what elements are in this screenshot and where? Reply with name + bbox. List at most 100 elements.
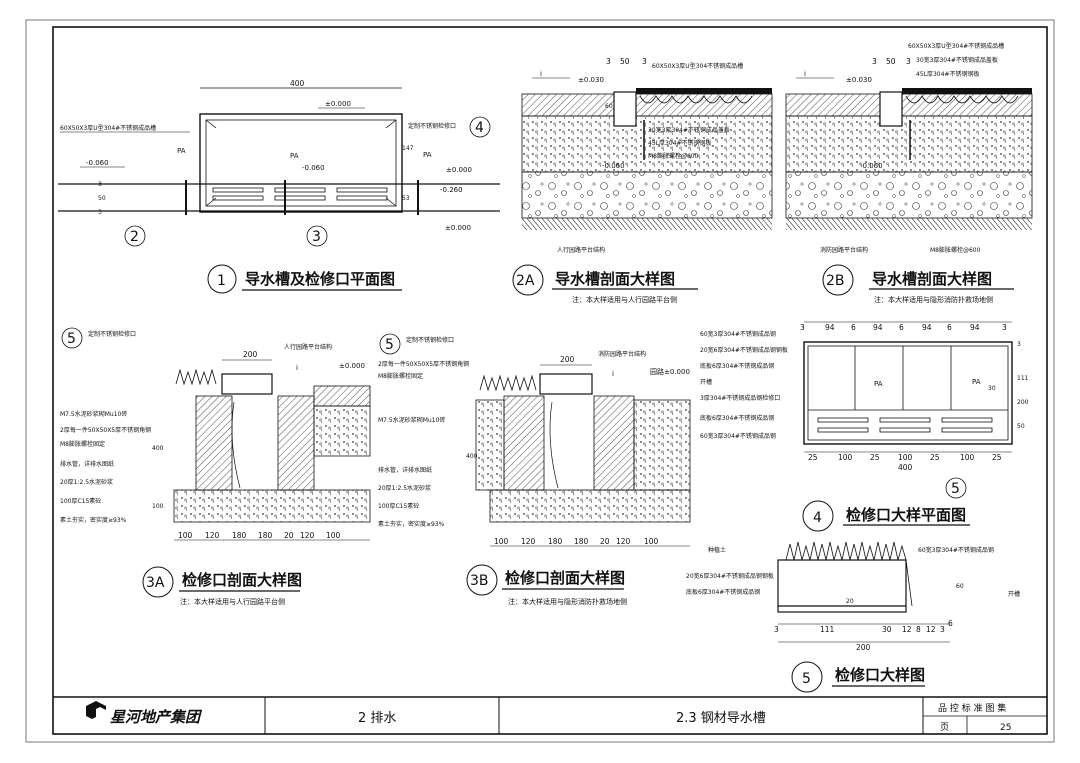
d4-top-dim-8: 3	[1002, 323, 1007, 332]
d2b-elev-0: ±0.030	[846, 76, 872, 84]
d3a-slope: i	[296, 364, 298, 372]
d3a-bottom-dim-3: 180	[258, 531, 273, 540]
d3a-elev: ±0.000	[339, 362, 365, 370]
d3b-callout-0: 定制不锈钢检修口	[406, 336, 454, 344]
d3a-callout-0: 定制不锈钢检修口	[88, 330, 136, 338]
d3a-dim-200: 200	[243, 350, 258, 359]
drawing-3a-section: 200 5 定制不锈钢检修口 人行园路平台结构 ±0.000 i M7.5水泥砂…	[60, 327, 371, 606]
d3b-callout-6: 排水管，详排水图纸	[378, 466, 432, 474]
d1-callout-right: 定制不锈钢检修口	[408, 122, 456, 130]
d3b-callout-8: 100厚C15素砼	[378, 502, 419, 510]
d3b-bottom-dim-5: 120	[616, 537, 631, 546]
d2b-callout-2: 30宽3厚304#不锈钢成品盖板	[916, 56, 998, 64]
d2b-callout-5: M8膨胀螺栓@600	[930, 246, 981, 254]
d5-bottom-dim-5: 12	[926, 625, 936, 634]
d3a-callout-8: 素土夯实，密实度≥93%	[60, 516, 127, 524]
d3a-callout-3: 2厚每一件50X50X5厚不锈钢角钢	[60, 426, 151, 434]
d4-top-dim-2: 6	[851, 323, 856, 332]
outer-frame	[25, 19, 1055, 743]
d2a-elev-1: -0.060	[602, 162, 625, 170]
d5-callout-0: 种植土	[708, 546, 726, 554]
d3b-callout-7: 20厚1:2.5水泥砂浆	[378, 484, 431, 492]
d2b-note: 注：本大样适用与隐形消防扑救场地侧	[874, 295, 993, 304]
d5-bottom-dim-2: 30	[882, 625, 892, 634]
d3b-slope: i	[612, 370, 614, 378]
d3a-bottom-dim-6: 100	[326, 531, 341, 540]
d1-pa-right: PA	[423, 151, 432, 159]
d2b-number: 2B	[826, 273, 845, 289]
d3a-bottom-dim-5: 120	[300, 531, 315, 540]
d5-bottom-dim-6: 3	[940, 625, 945, 634]
d3a-number: 3A	[146, 575, 165, 591]
d3a-callout-5: 排水管，详排水图纸	[60, 460, 114, 468]
d3b-number: 3B	[470, 573, 489, 589]
d3a-bottom-dim-4: 20	[284, 531, 294, 540]
d3b-bottom-dim-4: 20	[600, 537, 610, 546]
d4-top-dim-0: 3	[800, 323, 805, 332]
d4-top-dim-1: 94	[825, 323, 835, 332]
d1-dim-50: 50	[98, 195, 106, 202]
drawing-2b-section: 3 50 3 ±0.030 -0.060 i 60X50X3厚U型304#不锈钢…	[785, 42, 1033, 304]
d4-dim-50: 50	[1017, 423, 1025, 430]
d2a-note: 注：本大样适用与人行园路平台侧	[572, 295, 677, 304]
d1-elev-left: -0.060	[86, 159, 109, 167]
d1-pa-left: PA	[177, 147, 186, 155]
d4-dim-3: 3	[1017, 341, 1021, 348]
d4-top-dim-6: 6	[947, 323, 952, 332]
d3b-title: 检修口剖面大样图	[505, 569, 625, 587]
d3a-callout-2: M7.5水泥砂浆砌Mu10砖	[60, 410, 127, 418]
d4-top-dim-5: 94	[922, 323, 932, 332]
d2b-dim-3b: 3	[906, 57, 911, 66]
page-number: 25	[1000, 723, 1011, 733]
d1-elev-r3: ±0.000	[445, 224, 471, 232]
d3a-title: 检修口剖面大样图	[182, 571, 302, 589]
drawing-1-plan: 400 ±0.000 -0.060 -0.060 ±0.000 -0.260 ±…	[58, 79, 500, 294]
d4-dim-111: 111	[1017, 375, 1029, 382]
d3b-callout-4: 园路±0.000	[650, 367, 690, 376]
d2a-callout-1: 60X50X3厚U型304不锈钢成品槽	[652, 62, 743, 70]
d1-callout-left: 60X50X3厚U型304#不锈钢成品槽	[60, 124, 156, 132]
d3a-callout-1: 人行园路平台结构	[284, 343, 332, 351]
d1-pa-mid: PA	[290, 152, 299, 160]
drawing-5-section: 种植土 20宽6厚304#不锈钢成品钢钢板 底板6厚304#不锈钢成品钢 60宽…	[686, 541, 1020, 693]
title-block: 星河地产集团 2 排水 2.3 钢材导水槽 品 控 标 准 图 集 页 25	[53, 696, 1047, 734]
d3a-note: 注：本大样适用与人行园路平台侧	[180, 597, 285, 606]
d2b-callout-1: 60X50X3厚U型304#不锈钢成品槽	[908, 42, 1004, 50]
d4-callout-7: 60宽3厚304#不锈钢成品钢	[700, 432, 776, 440]
d2b-dim-3a: 3	[872, 57, 877, 66]
d2a-callout-5: 人行园路平台结构	[557, 246, 605, 254]
d2a-slope: i	[540, 70, 542, 78]
d2a-callout-3: 45L厚304#不锈钢钢板	[648, 139, 711, 147]
d4-bottom-dim-0: 25	[808, 453, 818, 462]
d5-dim-60: 60	[956, 583, 964, 590]
d2b-elev-1: -0.060	[860, 162, 883, 170]
d4-dim-30: 30	[988, 385, 996, 392]
d2a-dim-3b: 3	[642, 57, 647, 66]
d3b-ref-5: 5	[385, 337, 394, 353]
d3b-callout-1: 2厚每一件50X50X5厚不锈钢角钢	[378, 360, 469, 368]
drawing-2a-section: 3 50 3 ±0.030 -0.060 i 60X50X3厚U型304不锈钢成…	[512, 57, 773, 304]
d2b-title: 导水槽剖面大样图	[872, 270, 992, 288]
d1-ref-2: 2	[130, 229, 139, 245]
d3a-bottom-dim-2: 180	[232, 531, 247, 540]
d5-callout-1: 20宽6厚304#不锈钢成品钢钢板	[686, 572, 774, 580]
d1-number: 1	[217, 273, 226, 289]
d2b-callout-4: 消防园路平台结构	[820, 246, 868, 254]
d5-bottom-dim-3: 12	[902, 625, 912, 634]
d5-callout-3: 60宽3厚304#不锈钢成品钢	[918, 546, 994, 554]
d3b-note: 注：本大样适用与隐形消防扑救场地侧	[508, 597, 627, 606]
d1-ref-4: 4	[475, 120, 484, 136]
d3a-bottom-dim-0: 100	[178, 531, 193, 540]
d2a-dim-3a: 3	[606, 57, 611, 66]
d3a-dim-100: 100	[152, 503, 164, 510]
d4-bottom-dim-6: 25	[992, 453, 1002, 462]
d3b-callout-5: M7.5水泥砂浆砌Mu10砖	[378, 416, 445, 424]
d4-callout-3: 底板6厚304#不锈钢成品钢	[700, 362, 774, 370]
d1-title: 导水槽及检修口平面图	[245, 270, 395, 288]
d1-elev-r1: ±0.000	[446, 166, 472, 174]
d4-dim-400: 400	[898, 463, 913, 472]
d1-dim-147: 147	[402, 145, 414, 152]
d2a-callout-4: M8膨胀螺栓@600	[648, 152, 699, 160]
d3a-ref-5: 5	[67, 331, 76, 347]
d3b-dim-400: 400	[466, 453, 478, 460]
